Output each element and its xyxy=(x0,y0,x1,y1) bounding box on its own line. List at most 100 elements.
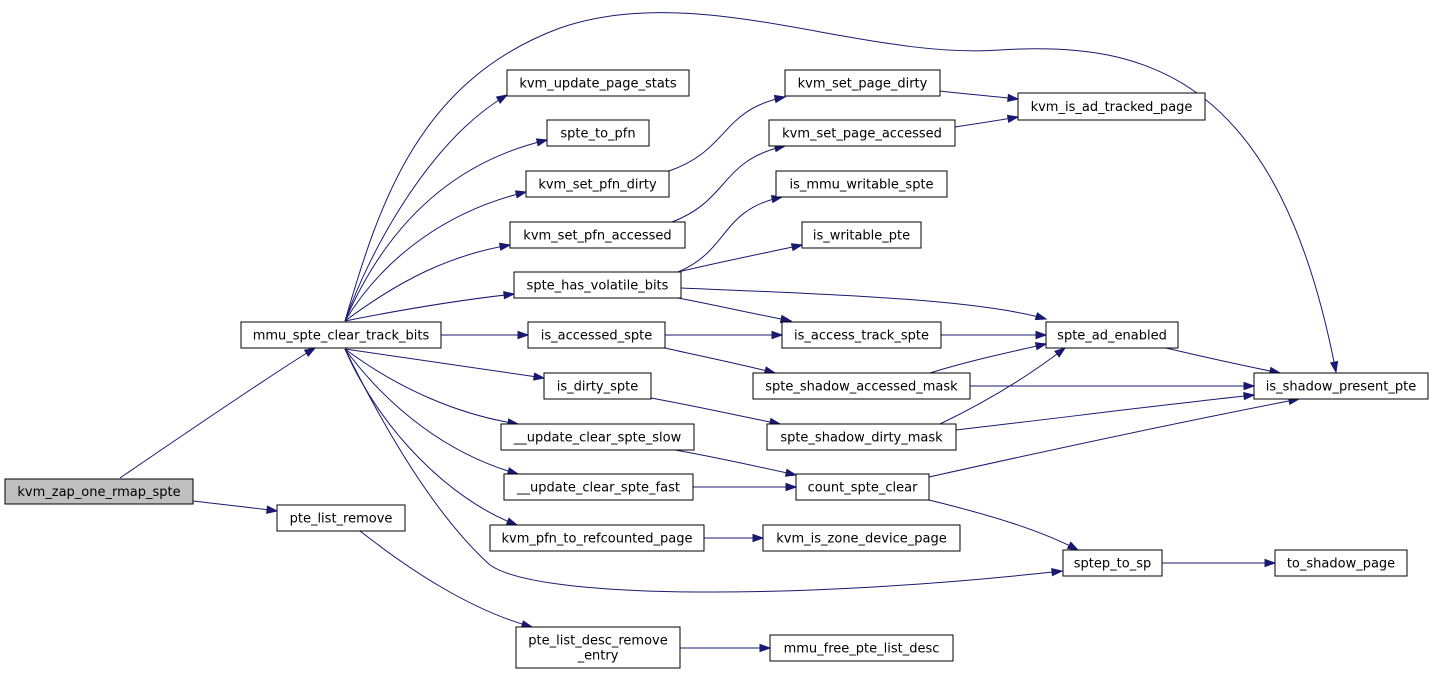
node-box xyxy=(525,170,670,198)
node-is_access_track_spte[interactable]: is_access_track_spte xyxy=(781,321,942,349)
node-box xyxy=(768,119,956,147)
node-kvm_set_page_dirty[interactable]: kvm_set_page_dirty xyxy=(784,69,941,97)
edge-spte_shadow_dirty_mask-to-spte_ad_enabled xyxy=(939,347,1067,425)
node-spte_to_pfn[interactable]: spte_to_pfn xyxy=(546,119,650,147)
node-label: kvm_zap_one_rmap_spte xyxy=(17,485,180,500)
edge-arrowhead xyxy=(771,330,784,340)
edge-__update_clear_spte_slow-to-count_spte_clear xyxy=(674,449,798,477)
edge-line xyxy=(344,348,519,475)
node-is_mmu_writable_spte[interactable]: is_mmu_writable_spte xyxy=(775,170,948,198)
edge-arrowhead xyxy=(503,290,516,300)
edge-arrowhead xyxy=(1051,567,1064,577)
edge-line xyxy=(664,347,776,374)
edge-line xyxy=(344,12,1337,373)
node-to_shadow_page[interactable]: to_shadow_page xyxy=(1274,549,1408,577)
node-box xyxy=(801,221,922,249)
edge-arrowhead xyxy=(790,243,804,252)
node-is_accessed_spte[interactable]: is_accessed_spte xyxy=(527,321,666,349)
edge-arrowhead xyxy=(266,505,279,514)
node-label: kvm_set_pfn_accessed xyxy=(523,229,671,244)
node-label: mmu_free_pte_list_desc xyxy=(784,642,940,657)
node-box xyxy=(276,504,406,532)
node-box xyxy=(489,524,705,552)
node-label: pte_list_desc_remove xyxy=(528,634,667,649)
node-kvm_set_pfn_dirty[interactable]: kvm_set_pfn_dirty xyxy=(525,170,670,198)
edge-line xyxy=(344,139,548,322)
node-pte_list_remove[interactable]: pte_list_remove xyxy=(276,504,406,532)
node-label: spte_ad_enabled xyxy=(1057,329,1167,344)
node-kvm_set_page_accessed[interactable]: kvm_set_page_accessed xyxy=(768,119,956,147)
node-label: __update_clear_spte_fast xyxy=(516,481,680,496)
node-label: kvm_set_page_dirty xyxy=(798,77,928,92)
node-box xyxy=(509,221,686,249)
node-label: __update_clear_spte_slow xyxy=(513,431,682,446)
node-mmu_free_pte_list_desc[interactable]: mmu_free_pte_list_desc xyxy=(769,634,954,662)
edge-line xyxy=(650,397,781,425)
edge-kvm_zap_one_rmap_spte-to-pte_list_remove xyxy=(192,500,279,514)
edge-line xyxy=(929,343,1047,374)
edge-count_spte_clear-to-is_shadow_present_pte xyxy=(928,396,1301,478)
edge-arrowhead xyxy=(784,468,798,477)
edge-spte_ad_enabled-to-is_shadow_present_pte xyxy=(1165,347,1282,376)
edge-line xyxy=(677,196,783,273)
node-is_writable_pte[interactable]: is_writable_pte xyxy=(801,221,922,249)
edge-line xyxy=(955,394,1255,431)
node-__update_clear_spte_slow[interactable]: __update_clear_spte_slow xyxy=(500,423,695,451)
node-label: spte_shadow_accessed_mask xyxy=(765,380,958,395)
node-__update_clear_spte_fast[interactable]: __update_clear_spte_fast xyxy=(503,473,694,501)
node-box xyxy=(775,170,948,198)
edge-pte_list_desc_remove_entry-to-mmu_free_pte_list_desc xyxy=(680,643,772,653)
node-label: kvm_is_zone_device_page xyxy=(776,532,946,547)
node-count_spte_clear[interactable]: count_spte_clear xyxy=(795,473,930,501)
node-kvm_is_zone_device_page[interactable]: kvm_is_zone_device_page xyxy=(762,524,961,552)
edge-mmu_spte_clear_track_bits-to-__update_clear_spte_fast xyxy=(344,348,520,476)
node-kvm_is_ad_tracked_page[interactable]: kvm_is_ad_tracked_page xyxy=(1017,92,1206,121)
edge-is_dirty_spte-to-spte_shadow_dirty_mask xyxy=(650,397,782,427)
node-label: is_mmu_writable_spte xyxy=(789,178,933,193)
node-mmu_spte_clear_track_bits[interactable]: mmu_spte_clear_track_bits xyxy=(240,321,442,349)
edge-kvm_set_pfn_dirty-to-kvm_set_page_dirty xyxy=(668,94,787,172)
node-label: is_writable_pte xyxy=(813,229,910,244)
node-spte_shadow_dirty_mask[interactable]: spte_shadow_dirty_mask xyxy=(766,423,957,451)
node-box xyxy=(513,271,682,299)
edge-spte_shadow_dirty_mask-to-is_shadow_present_pte xyxy=(955,391,1256,431)
node-box xyxy=(503,473,694,501)
node-kvm_zap_one_rmap_spte[interactable]: kvm_zap_one_rmap_spte xyxy=(4,478,194,505)
node-spte_shadow_accessed_mask[interactable]: spte_shadow_accessed_mask xyxy=(752,372,971,400)
node-kvm_set_pfn_accessed[interactable]: kvm_set_pfn_accessed xyxy=(509,221,686,249)
edge-arrowhead xyxy=(1034,312,1048,321)
node-spte_has_volatile_bits[interactable]: spte_has_volatile_bits xyxy=(513,271,682,299)
edge-arrowhead xyxy=(1264,558,1277,568)
edge-arrowhead xyxy=(498,242,512,251)
edge-kvm_set_pfn_accessed-to-kvm_set_page_accessed xyxy=(671,144,787,223)
edge-arrowhead xyxy=(533,372,546,381)
node-kvm_update_page_stats[interactable]: kvm_update_page_stats xyxy=(506,69,690,97)
edge-line xyxy=(344,348,519,425)
node-pte_list_desc_remove_entry[interactable]: pte_list_desc_remove_entry xyxy=(515,626,681,669)
edge-line xyxy=(344,348,518,526)
node-label: count_spte_clear xyxy=(808,481,919,496)
edge-mmu_spte_clear_track_bits-to-is_shadow_present_pte xyxy=(344,12,1339,374)
edge-arrowhead xyxy=(779,314,793,324)
edge-arrowhead xyxy=(1034,342,1048,351)
node-kvm_pfn_to_refcounted_page[interactable]: kvm_pfn_to_refcounted_page xyxy=(489,524,705,552)
node-is_shadow_present_pte[interactable]: is_shadow_present_pte xyxy=(1253,372,1429,400)
edge-kvm_pfn_to_refcounted_page-to-kvm_is_zone_device_page xyxy=(704,533,765,543)
edge-arrowhead xyxy=(785,482,798,492)
edge-line xyxy=(344,348,1063,593)
edge-line xyxy=(939,347,1066,425)
node-label: is_accessed_spte xyxy=(541,329,653,344)
node-label: pte_list_remove xyxy=(290,512,393,527)
edge-__update_clear_spte_fast-to-count_spte_clear xyxy=(693,482,798,492)
node-spte_ad_enabled[interactable]: spte_ad_enabled xyxy=(1045,321,1179,349)
node-is_dirty_spte[interactable]: is_dirty_spte xyxy=(543,372,652,400)
edge-is_accessed_spte-to-spte_shadow_accessed_mask xyxy=(664,347,777,375)
node-label: spte_has_volatile_bits xyxy=(527,279,669,294)
node-sptep_to_sp[interactable]: sptep_to_sp xyxy=(1062,549,1163,577)
edge-line xyxy=(939,90,1019,100)
edge-spte_shadow_accessed_mask-to-is_shadow_present_pte xyxy=(970,381,1256,391)
edge-count_spte_clear-to-sptep_to_sp xyxy=(928,499,1080,551)
edge-mmu_spte_clear_track_bits-to-spte_has_volatile_bits xyxy=(344,290,516,322)
node-label: kvm_set_pfn_dirty xyxy=(538,178,657,193)
